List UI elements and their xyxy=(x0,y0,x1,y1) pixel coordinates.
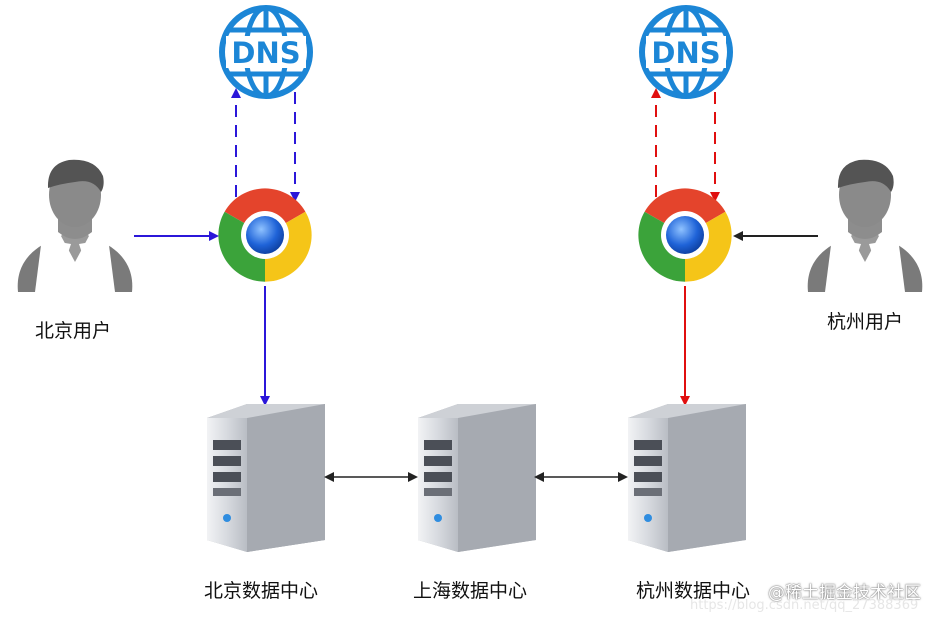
dns-label-right: DNS xyxy=(651,36,720,70)
dns-label-left: DNS xyxy=(231,36,300,70)
watermark-brand: @稀土掘金技术社区 xyxy=(768,583,921,603)
watermark-url: https://blog.csdn.net/qq_27388369 xyxy=(690,598,919,613)
user-label-beijing: 北京用户 xyxy=(35,320,112,342)
server-icon-hangzhou xyxy=(628,404,746,552)
user-label-hangzhou: 杭州用户 xyxy=(827,311,904,333)
dns-globe-icon-right: DNS xyxy=(639,5,733,99)
server-icon-shanghai xyxy=(418,404,536,552)
user-icon-hangzhou xyxy=(807,159,923,292)
dc-label-shanghai: 上海数据中心 xyxy=(413,580,528,602)
dc-label-hangzhou: 杭州数据中心 xyxy=(636,580,751,602)
dns-globe-icon-left: DNS xyxy=(219,5,313,99)
browser-icon-left xyxy=(218,188,312,282)
dc-label-beijing: 北京数据中心 xyxy=(204,580,319,602)
server-icon-beijing xyxy=(207,404,325,552)
user-icon-beijing xyxy=(17,159,133,292)
browser-icon-right xyxy=(638,188,732,282)
